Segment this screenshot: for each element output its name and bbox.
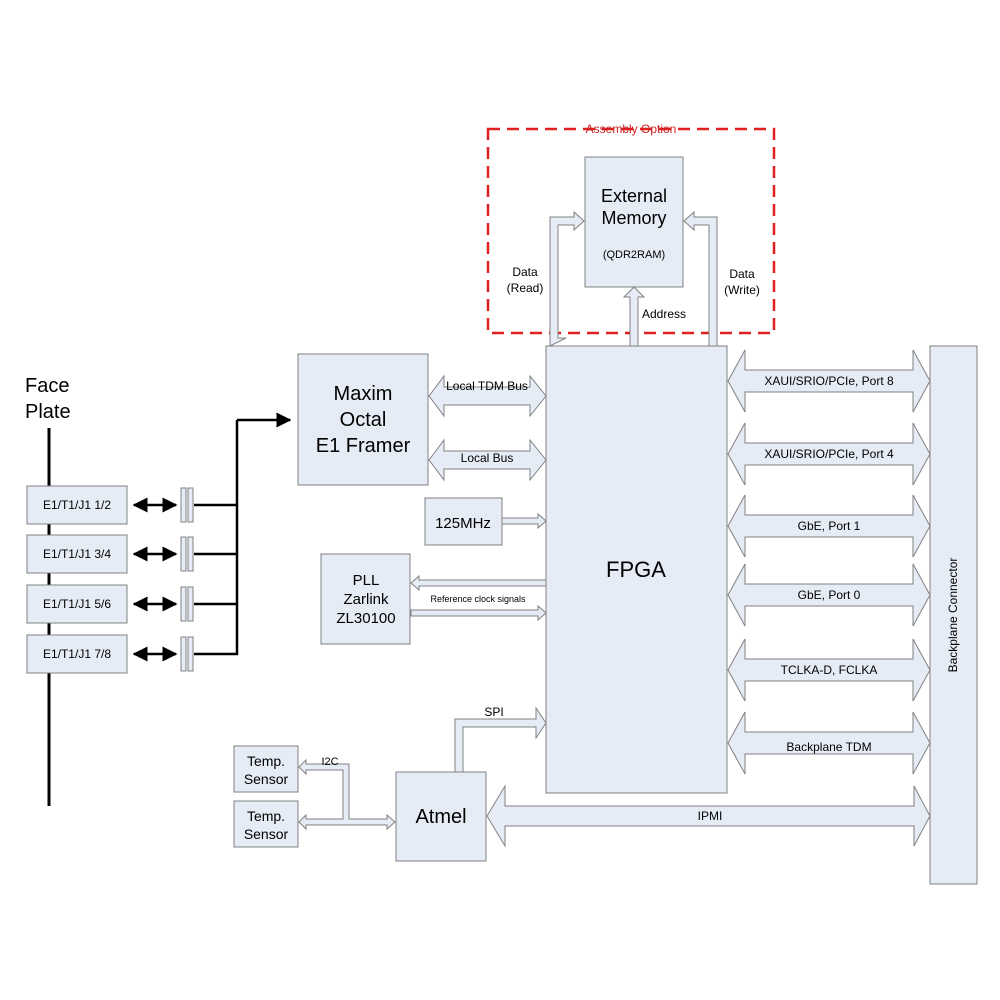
pll-block xyxy=(320,553,411,645)
temp-sensor-2-label-1: Temp. xyxy=(247,808,285,824)
temp-sensor-1-block xyxy=(233,745,299,793)
address-arrow xyxy=(622,286,646,347)
port-group: E1/T1/J1 1/2 E1/T1/J1 3/4 E1/T1/J1 5/6 E… xyxy=(26,485,128,674)
atmel-label: Atmel xyxy=(415,806,466,828)
i2c-label: I2C xyxy=(321,756,338,768)
local-bus-label: Local Bus xyxy=(461,451,514,465)
port-box-3 xyxy=(26,584,128,624)
framer-label-3: E1 Framer xyxy=(316,435,411,457)
atmel-block xyxy=(395,771,487,862)
framer-label-1: Maxim xyxy=(334,383,393,405)
backplane-link-4-arrow xyxy=(727,563,931,627)
port-label-3: E1/T1/J1 5/6 xyxy=(43,597,111,611)
data-read-label-2: (Read) xyxy=(507,281,544,295)
fpga-label: FPGA xyxy=(606,557,666,582)
face-plate-label-2: Plate xyxy=(25,401,71,423)
pll-label-1: PLL xyxy=(353,572,380,589)
backplane-link-5-label: TCLKA-D, FCLKA xyxy=(781,663,878,677)
framer-block xyxy=(297,353,429,486)
transformer-icons xyxy=(180,487,194,672)
backplane-link-3-arrow xyxy=(727,494,931,558)
spi-arrow xyxy=(454,706,547,773)
framer-label-2: Octal xyxy=(340,409,387,431)
pll-from-fpga-arrow xyxy=(410,574,547,592)
port-label-4: E1/T1/J1 7/8 xyxy=(43,647,111,661)
local-tdm-bus-label: Local TDM Bus xyxy=(446,379,528,393)
external-memory-block xyxy=(584,156,684,288)
backplane-link-2-label: XAUI/SRIO/PCIe, Port 4 xyxy=(764,447,894,461)
temp-sensor-2-label-2: Sensor xyxy=(244,826,289,842)
port-box-2 xyxy=(26,534,128,574)
data-write-label-1: Data xyxy=(729,267,755,281)
data-read-label-1: Data xyxy=(512,265,538,279)
backplane-link-2-arrow xyxy=(727,422,931,486)
spi-label: SPI xyxy=(484,705,503,719)
assembly-option-label: Assembly Option xyxy=(586,122,677,136)
backplane-link-5-arrow xyxy=(727,638,931,702)
data-read-arrow xyxy=(549,210,585,347)
backplane-link-4-label: GbE, Port 0 xyxy=(798,588,861,602)
backplane-connector-block xyxy=(929,345,978,885)
backplane-link-6-arrow xyxy=(727,711,931,775)
memory-label-line3: (QDR2RAM) xyxy=(603,249,665,261)
pll-label-2: Zarlink xyxy=(343,591,389,608)
clock-arrow xyxy=(501,512,547,530)
i2c-bus-arrow xyxy=(298,758,396,831)
ref-clock-label: Reference clock signals xyxy=(430,594,526,604)
fpga-block xyxy=(545,345,728,794)
backplane-links: XAUI/SRIO/PCIe, Port 8 XAUI/SRIO/PCIe, P… xyxy=(727,349,931,775)
local-tdm-bus-arrow xyxy=(428,374,547,418)
port-label-1: E1/T1/J1 1/2 xyxy=(43,498,111,512)
address-label: Address xyxy=(642,307,686,321)
data-write-label-2: (Write) xyxy=(724,283,760,297)
backplane-link-1-label: XAUI/SRIO/PCIe, Port 8 xyxy=(764,374,894,388)
backplane-link-1-arrow xyxy=(727,349,931,413)
backplane-connector-label: Backplane Connector xyxy=(946,558,960,673)
temp-sensor-1-label-2: Sensor xyxy=(244,771,289,787)
clock-label: 125MHz xyxy=(435,515,491,532)
face-plate-label-1: Face xyxy=(25,375,69,397)
temp-sensor-2-block xyxy=(233,800,299,848)
port-label-2: E1/T1/J1 3/4 xyxy=(43,547,111,561)
local-bus-arrow xyxy=(428,438,547,482)
temp-sensor-1-label-1: Temp. xyxy=(247,753,285,769)
memory-label-line1: External xyxy=(601,186,667,206)
ipmi-label: IPMI xyxy=(698,809,723,823)
backplane-link-3-label: GbE, Port 1 xyxy=(798,519,861,533)
port-box-1 xyxy=(26,485,128,525)
pll-label-3: ZL30100 xyxy=(336,610,395,627)
backplane-link-6-label: Backplane TDM xyxy=(786,740,871,754)
pll-to-fpga-arrow xyxy=(410,604,547,622)
data-write-arrow xyxy=(683,210,718,347)
port-connections xyxy=(132,412,292,662)
port-box-4 xyxy=(26,634,128,674)
memory-label-line2: Memory xyxy=(601,208,666,228)
